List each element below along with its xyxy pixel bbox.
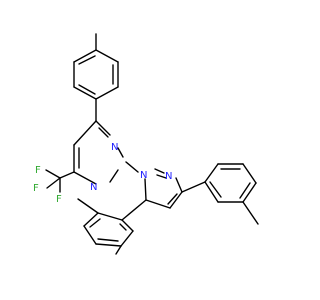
tolyl-ring-right — [204, 163, 259, 225]
atom-f-3: F — [56, 194, 62, 205]
atom-f-2: F — [33, 183, 39, 194]
bond-pyrazole-lower-tolyl — [121, 199, 147, 221]
bond-pyrimidine-pyrazole — [125, 161, 139, 173]
tolyl-ring-top — [73, 33, 119, 100]
bond-pyrazole-right-tolyl — [181, 181, 206, 193]
atom-n-pyrimidine-upper: N — [111, 142, 118, 153]
atom-n-pyrimidine-lower: N — [90, 182, 97, 193]
molecule-structure: N N F F F N N — [33, 33, 259, 255]
atom-n-pyrazole-2: N — [165, 171, 172, 182]
tolyl-ring-lower — [77, 198, 134, 255]
atom-n-pyrazole-1: N — [140, 170, 147, 181]
pyrimidine-ring — [73, 120, 124, 185]
atom-f-1: F — [35, 165, 41, 176]
trifluoromethyl-group — [45, 169, 75, 193]
pyrazole-ring — [144, 168, 183, 209]
